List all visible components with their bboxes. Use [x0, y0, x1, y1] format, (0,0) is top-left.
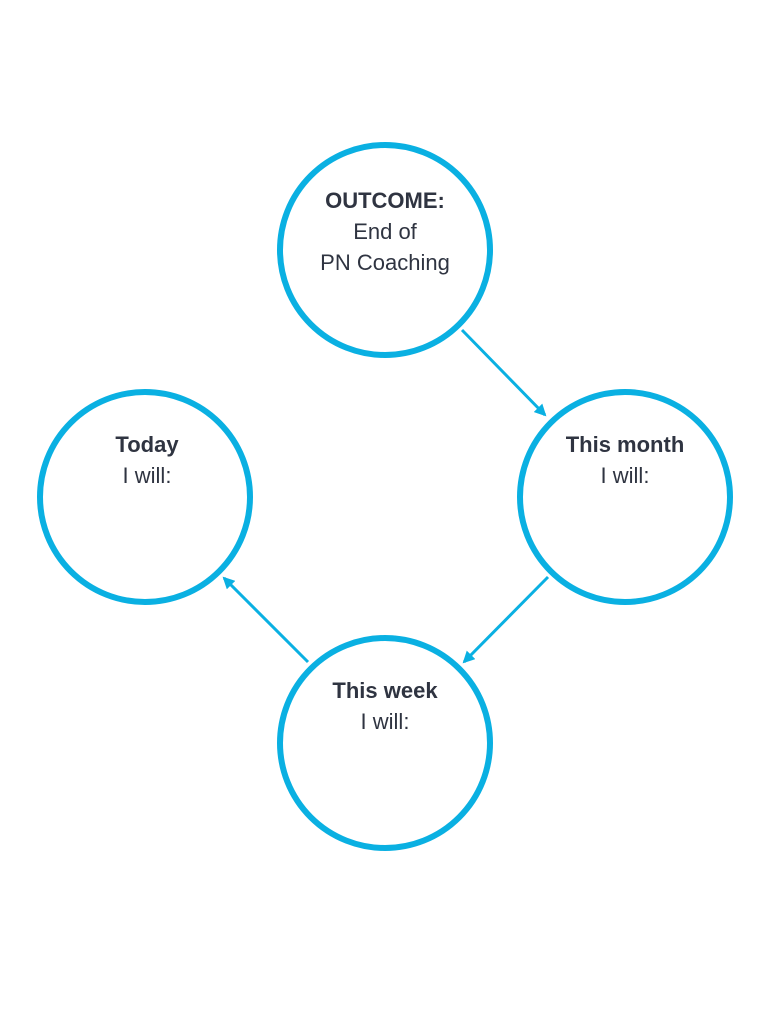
node-month-line1: I will: — [601, 463, 650, 488]
node-outcome-line1: End of — [353, 219, 417, 244]
arrow-week-to-today — [222, 576, 310, 664]
node-outcome: OUTCOME: End of PN Coaching — [277, 142, 493, 358]
arrow-outcome-to-month — [460, 328, 547, 417]
node-today-circle — [37, 389, 253, 605]
node-week: This week I will: — [277, 635, 493, 851]
node-month-circle — [517, 389, 733, 605]
node-outcome-title: OUTCOME: — [325, 188, 445, 213]
node-today-line1: I will: — [123, 463, 172, 488]
node-outcome-line2: PN Coaching — [320, 250, 450, 275]
node-week-circle — [277, 635, 493, 851]
node-week-title: This week — [332, 678, 438, 703]
node-outcome-circle — [277, 142, 493, 358]
node-month-title: This month — [566, 432, 685, 457]
node-week-line1: I will: — [361, 709, 410, 734]
arrow-month-to-week — [462, 575, 550, 664]
node-today-title: Today — [115, 432, 179, 457]
node-month: This month I will: — [517, 389, 733, 605]
node-today: Today I will: — [37, 389, 253, 605]
